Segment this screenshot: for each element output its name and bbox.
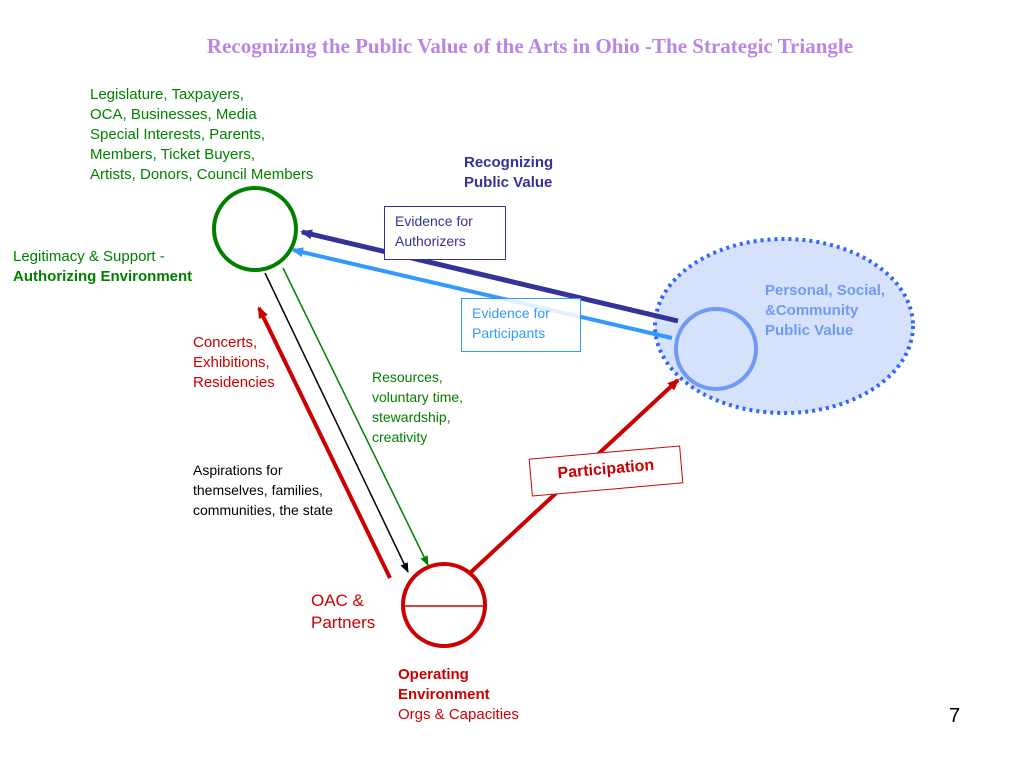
oac-partners-label: OAC & Partners: [311, 591, 376, 632]
aspirations-label: Aspirations for themselves, families, co…: [193, 462, 334, 518]
arrow-evidence-authorizers: [300, 229, 679, 324]
public-value-node: [674, 307, 758, 391]
legitimacy-label: Legitimacy & Support -: [13, 248, 165, 265]
orgs-capacities-label: Orgs & Capacities: [398, 706, 519, 723]
arrow-concerts: [257, 306, 392, 579]
page-title: Recognizing the Public Value of the Arts…: [206, 34, 854, 58]
operating-environment-label: Operating Environment: [398, 666, 490, 703]
evidence-participants-box: Evidence for Participants: [461, 298, 581, 352]
resources-label: Resources, voluntary time, stewardship, …: [372, 369, 464, 445]
authorizers-list: Legislature, Taxpayers, OCA, Businesses,…: [90, 86, 314, 183]
arrow-aspirations: [264, 272, 409, 573]
arrow-evidence-participants: [291, 247, 673, 340]
concerts-label: Concerts, Exhibitions, Residencies: [193, 334, 275, 391]
operating-node: [401, 562, 487, 648]
public-value-ellipse: [653, 237, 915, 415]
public-value-label: Personal, Social, &Community Public Valu…: [765, 282, 886, 339]
page-number: 7: [949, 705, 961, 727]
authorizing-node: [212, 186, 298, 272]
recognizing-public-value-label: Recognizing Public Value: [464, 154, 554, 191]
authorizing-environment-label: Authorizing Environment: [13, 268, 193, 285]
arrow-resources: [282, 267, 429, 566]
evidence-authorizers-box: Evidence for Authorizers: [384, 206, 506, 260]
